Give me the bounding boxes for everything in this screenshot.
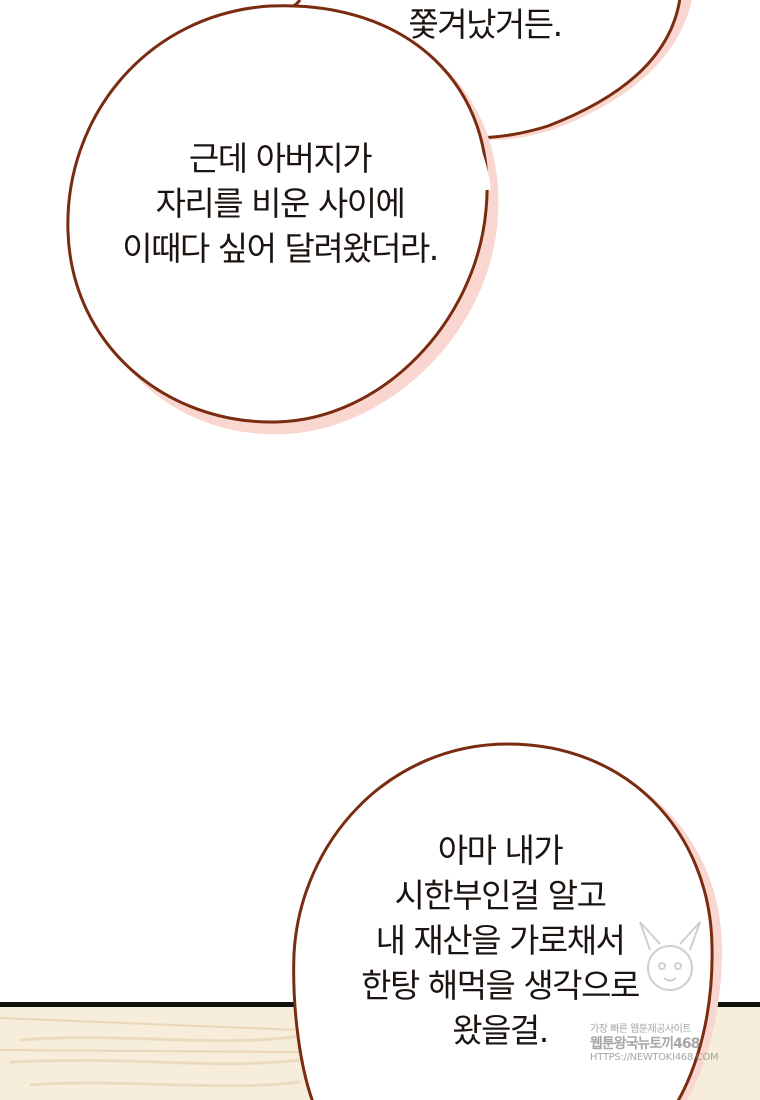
floor-texture [9, 1034, 301, 1088]
speech-bubble-3 [292, 742, 722, 1100]
bubble-1-text: 쫓겨났거든. [400, 2, 570, 47]
bubble-2-line-1: 근데 아버지가 [188, 139, 373, 178]
bubble-3-line-4: 한탕 해먹을 생각으로 [361, 966, 640, 1005]
bubble-3-line-5: 왔을걸. [452, 1011, 549, 1050]
bubble-3-text: 아마 내가 시한부인걸 알고 내 재산을 가로채서 한탕 해먹을 생각으로 왔을… [330, 828, 670, 1053]
bubble-2-line-3: 이때다 싶어 달려왔더라. [122, 229, 439, 268]
watermark-line-3: HTTPS://NEWTOKI468.COM [590, 1052, 719, 1063]
watermark-mascot [639, 921, 701, 991]
bubble-2-line-2: 자리를 비운 사이에 [155, 184, 406, 223]
site-watermark: 가장 빠른 웹툰제공사이트 웹툰왕국뉴토끼468 HTTPS://NEWTOKI… [590, 1024, 740, 1064]
watermark-line-2: 웹툰왕국뉴토끼468 [590, 1036, 700, 1052]
bubble-2-text: 근데 아버지가 자리를 비운 사이에 이때다 싶어 달려왔더라. [100, 136, 460, 271]
speech-bubble-2 [66, 4, 499, 435]
bubble-3-line-3: 내 재산을 가로채서 [375, 921, 626, 960]
bubble-3-line-2: 시한부인걸 알고 [394, 876, 607, 915]
bubble-1-line-1: 쫓겨났거든. [408, 5, 563, 44]
floor-planks [0, 1017, 301, 1053]
bubble-3-line-1: 아마 내가 [437, 831, 564, 870]
watermark-line-1: 가장 빠른 웹툰제공사이트 [590, 1024, 692, 1035]
